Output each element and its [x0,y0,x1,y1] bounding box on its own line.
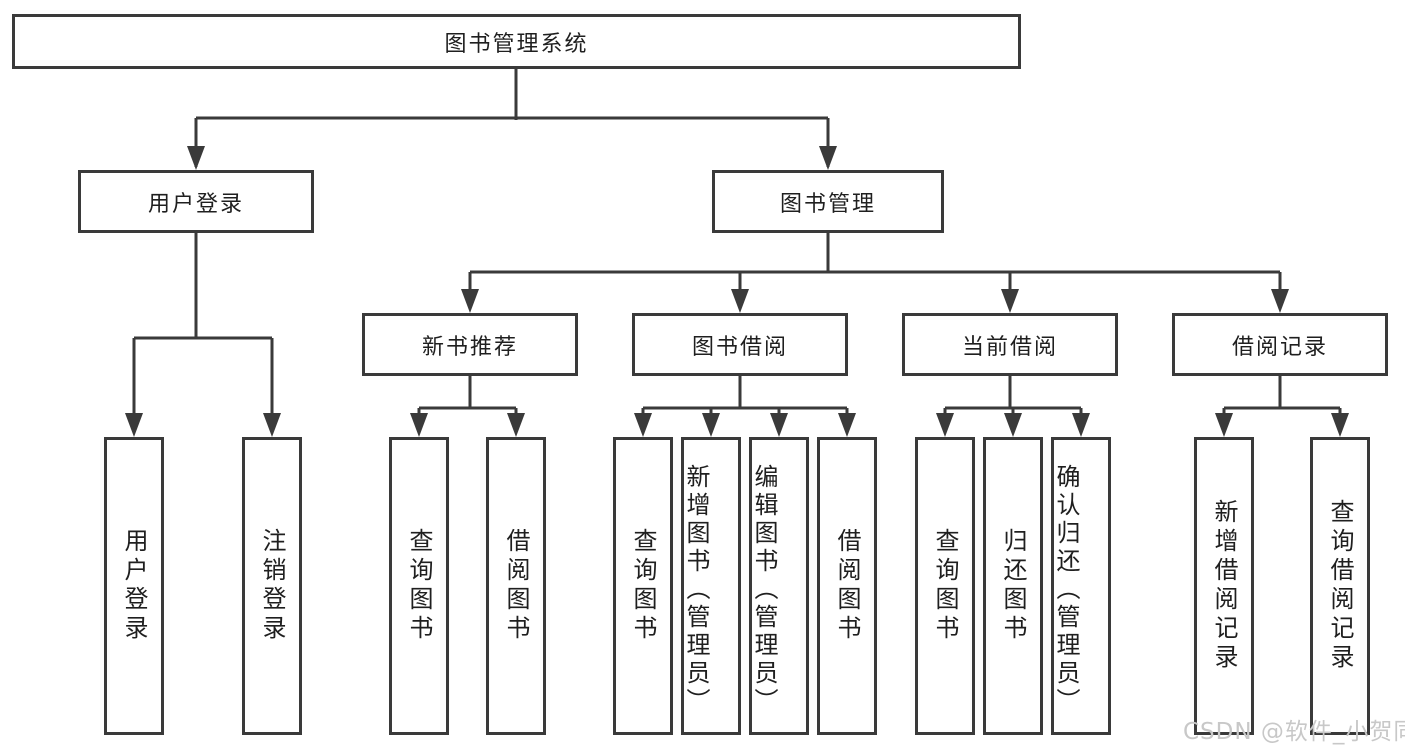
node-borrow-records: 借阅记录 [1172,313,1388,376]
node-new-book-recommend: 新书推荐 [362,313,578,376]
connector-root-to-level2 [187,68,837,170]
node-borrow-records-label: 借阅记录 [1231,334,1328,360]
node-leaf-borrow-book-bb-label: 借阅图书 [833,528,861,644]
node-leaf-return-book: 归还图书 [983,437,1043,735]
node-user-login: 用户登录 [78,170,314,233]
node-leaf-query-book-nb: 查询图书 [389,437,449,735]
node-leaf-query-book-bb: 查询图书 [613,437,673,735]
node-leaf-borrow-book-bb: 借阅图书 [817,437,877,735]
node-root-label: 图书管理系统 [444,31,589,57]
node-leaf-query-book-nb-label: 查询图书 [405,528,433,644]
node-leaf-query-borrow-record-label: 查询借阅记录 [1326,499,1354,673]
connector-borrow-records-children [1215,375,1349,437]
node-book-borrow-label: 图书借阅 [691,334,788,360]
connector-book-borrow-children [634,375,856,437]
node-leaf-query-book-bb-label: 查询图书 [629,528,657,644]
node-leaf-add-book-admin-label: 新增图书（管理员） [682,463,710,716]
node-root: 图书管理系统 [12,14,1021,69]
node-current-borrow-label: 当前借阅 [961,334,1058,360]
node-leaf-query-book-cb-label: 查询图书 [931,528,959,644]
connector-book-management-children [461,232,1289,313]
node-leaf-return-book-label: 归还图书 [999,528,1027,644]
connector-current-borrow-children [936,375,1090,437]
node-book-management: 图书管理 [712,170,944,233]
node-leaf-user-login-label: 用户登录 [120,528,148,644]
node-leaf-query-borrow-record: 查询借阅记录 [1310,437,1370,735]
node-leaf-edit-book-admin-label: 编辑图书（管理员） [750,463,778,716]
node-leaf-add-borrow-record: 新增借阅记录 [1194,437,1254,735]
node-user-login-label: 用户登录 [147,191,244,217]
node-leaf-confirm-return-admin: 确认归还（管理员） [1051,437,1111,735]
node-leaf-add-book-admin: 新增图书（管理员） [681,437,741,735]
node-leaf-borrow-book-nb-label: 借阅图书 [502,528,530,644]
connector-new-book-recommend-children [410,375,525,437]
node-leaf-logout-label: 注销登录 [258,528,286,644]
node-current-borrow: 当前借阅 [902,313,1118,376]
node-leaf-borrow-book-nb: 借阅图书 [486,437,546,735]
node-leaf-query-book-cb: 查询图书 [915,437,975,735]
node-book-management-label: 图书管理 [779,191,876,217]
node-leaf-edit-book-admin: 编辑图书（管理员） [749,437,809,735]
node-new-book-recommend-label: 新书推荐 [421,334,518,360]
node-leaf-logout: 注销登录 [242,437,302,735]
node-leaf-confirm-return-admin-label: 确认归还（管理员） [1052,463,1080,716]
node-leaf-user-login: 用户登录 [104,437,164,735]
csdn-watermark: CSDN @软件_小贺同学 [1183,719,1405,745]
connector-user-login-children [125,232,281,437]
node-book-borrow: 图书借阅 [632,313,848,376]
node-leaf-add-borrow-record-label: 新增借阅记录 [1210,499,1238,673]
